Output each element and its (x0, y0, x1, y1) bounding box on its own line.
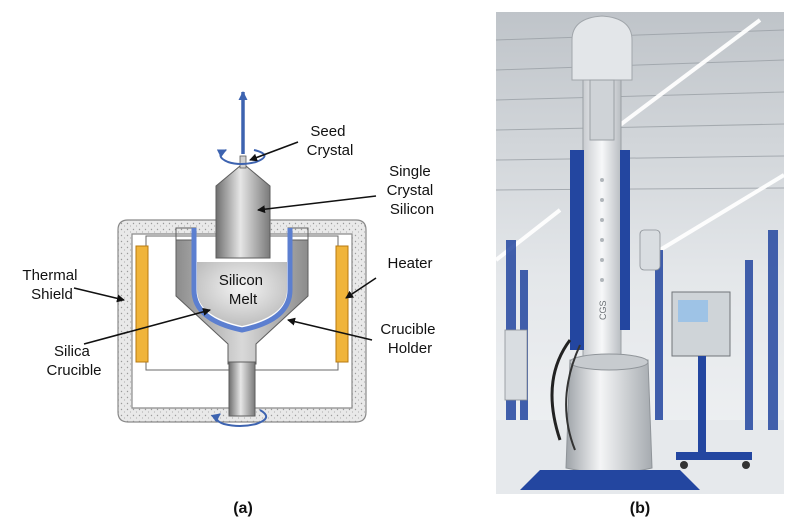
label-silicon-melt: Silicon Melt (219, 272, 267, 308)
label-crucible-holder: Crucible Holder (380, 321, 439, 357)
silica-crucible (191, 228, 293, 333)
silicon-melt (197, 262, 287, 326)
crucible-shaft (228, 361, 256, 417)
leader-seed-crystal (249, 141, 299, 162)
label-silica-crucible: Silica Crucible (46, 343, 101, 379)
rotation-arrow-top-icon (216, 149, 266, 165)
thermal-shield (117, 219, 367, 423)
rotation-arrow-bottom-icon (210, 409, 267, 427)
leader-silica-crucible (83, 307, 211, 345)
leader-thermal-shield (73, 287, 125, 303)
single-crystal-ingot (215, 165, 271, 259)
leader-heater (345, 277, 377, 299)
label-single-crystal-silicon: Single Crystal Silicon (387, 163, 438, 218)
machine-brand-label: CGS (598, 300, 608, 320)
seed-crystal (239, 155, 247, 169)
leader-single-crystal (257, 195, 377, 214)
leader-crucible-holder (287, 317, 373, 341)
crystal-puller-photo: CGS (b) (494, 12, 786, 517)
label-heater: Heater (387, 255, 432, 272)
heater-left (135, 245, 149, 363)
label-seed-crystal: Seed Crystal (307, 123, 354, 159)
caption-b: (b) (630, 500, 650, 517)
caption-a: (a) (233, 500, 253, 517)
heater-right (335, 245, 349, 363)
label-thermal-shield: Thermal Shield (22, 267, 81, 303)
czochralski-diagram: Seed Crystal Single Crystal Silicon Heat… (22, 91, 439, 517)
